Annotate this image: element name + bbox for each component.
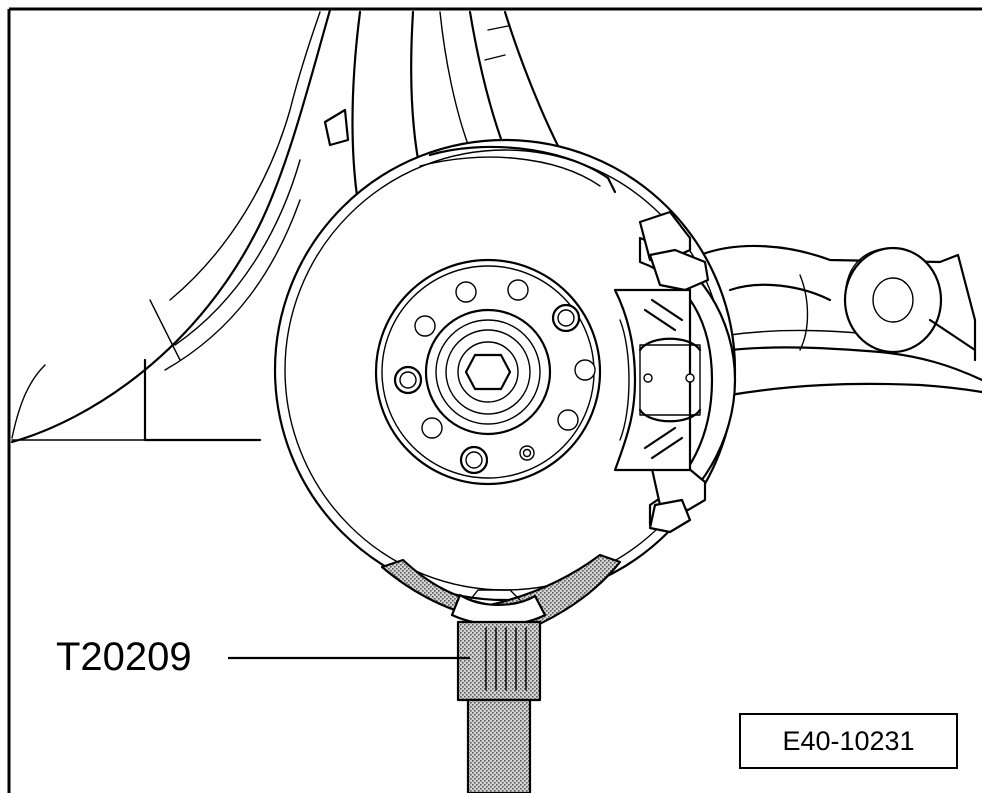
- control-arm: [698, 244, 982, 397]
- figure-id: E40-10231: [782, 725, 915, 756]
- wheel-hub: [374, 258, 602, 486]
- wheel-housing: [10, 8, 562, 444]
- callout-label-tool: T20209: [56, 635, 192, 679]
- brake-carrier: [613, 210, 737, 534]
- figure-id-box: E40-10231: [739, 713, 958, 769]
- diagram-frame: [7, 7, 982, 793]
- special-tool-t20209: [380, 553, 622, 793]
